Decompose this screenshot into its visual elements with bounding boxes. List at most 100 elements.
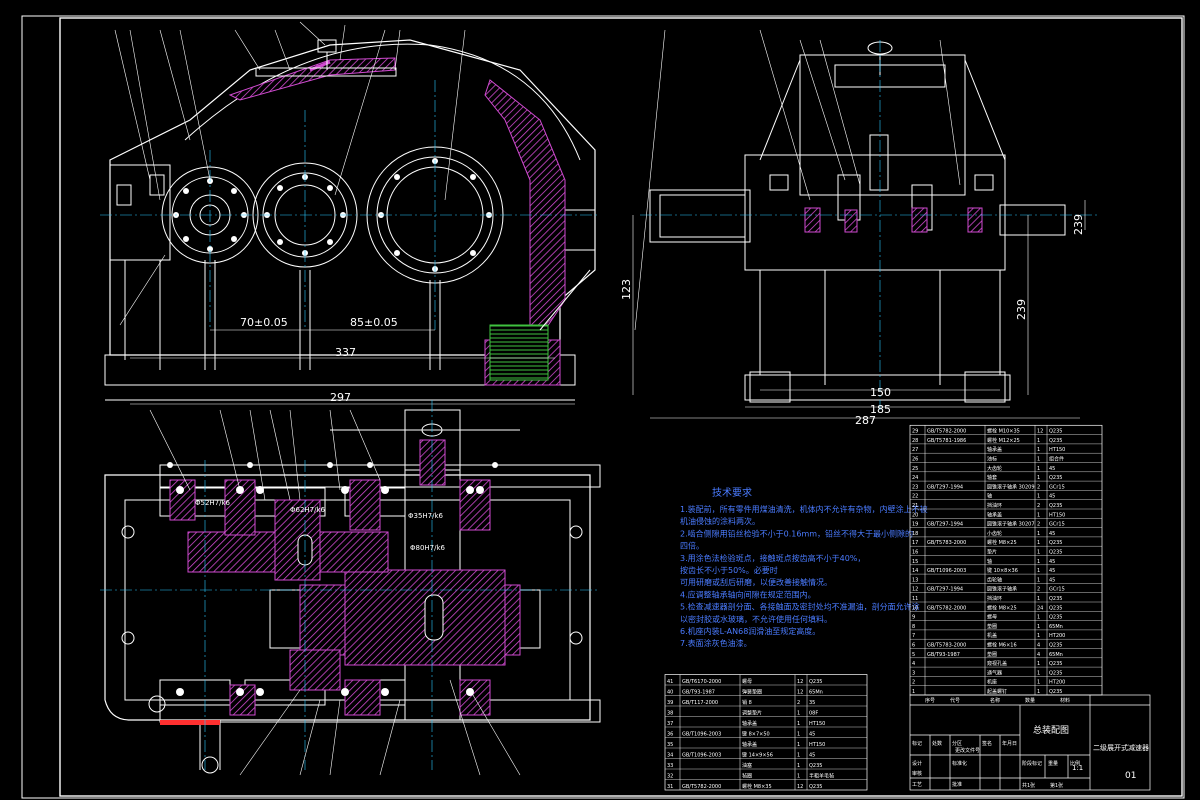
parts-table-cell: 轴承盖 bbox=[987, 511, 1002, 518]
dim-fit-3: Φ35H7/k6 bbox=[408, 512, 444, 520]
parts-table-cell: GB/T297-1994 bbox=[927, 587, 963, 593]
tech-requirement-line: 1.装配前，所有零件用煤油清洗，机体内不允许有杂物，内壁涂上不被 bbox=[680, 504, 928, 514]
tb-header-code: 代号 bbox=[950, 697, 960, 704]
parts-table-cell: 圆锥滚子轴承 30209 bbox=[987, 483, 1035, 490]
parts-table-cell: 10 bbox=[912, 605, 918, 611]
scale: 1:1 bbox=[1072, 764, 1083, 772]
parts-table-cell: GB/T1096-2003 bbox=[927, 568, 966, 574]
parts-table-cell: 轴套 bbox=[987, 474, 997, 481]
parts-table-cell: 36 bbox=[667, 732, 673, 738]
parts-table-cell: 1 bbox=[1037, 531, 1040, 537]
parts-table-cell: 40 bbox=[667, 690, 673, 696]
dim-fit-2: Φ62H7/k6 bbox=[290, 506, 326, 514]
parts-table-cell: 2 bbox=[1037, 484, 1040, 490]
parts-table-cell: 1 bbox=[797, 753, 800, 759]
parts-table-cell: 12 bbox=[912, 587, 918, 593]
tb-label-sheet: 第1张 bbox=[1050, 782, 1063, 789]
parts-table-cell: 组合件 bbox=[1049, 456, 1064, 463]
parts-table-frame bbox=[664, 674, 868, 791]
parts-table-cell: 轴承盖 bbox=[742, 720, 757, 727]
parts-table-cell: 45 bbox=[1049, 568, 1055, 574]
title-block-text: 总装配图 二级展开式减速器 1:1 01 标记 处数 分区 更改文件号 签名 年… bbox=[912, 697, 1149, 789]
dim-150: 150 bbox=[870, 386, 891, 399]
parts-table-cell: 12 bbox=[797, 784, 803, 790]
parts-table-cell: 1 bbox=[1037, 568, 1040, 574]
parts-table-cell: 螺栓 M8×25 bbox=[987, 539, 1017, 546]
parts-table-cell: GB/T1096-2003 bbox=[682, 753, 721, 759]
parts-table-cell: GB/T93-1987 bbox=[682, 690, 715, 696]
parts-table-cell: 半粗羊毛毡 bbox=[809, 773, 834, 780]
parts-table-cell: 螺母 bbox=[742, 678, 752, 685]
parts-table-cell: GB/T1096-2003 bbox=[682, 732, 721, 738]
parts-table-cell: 1 bbox=[1037, 670, 1040, 676]
tb-label-zone: 分区 bbox=[952, 740, 962, 747]
parts-table-cell: 1 bbox=[1037, 550, 1040, 556]
parts-table-cell: 45 bbox=[809, 732, 815, 738]
parts-table-cell: GCr15 bbox=[1049, 587, 1065, 593]
parts-table-cell: GB/T5781-1986 bbox=[927, 438, 966, 444]
parts-table-cell: 大齿轮 bbox=[987, 465, 1002, 472]
drawing-name: 总装配图 bbox=[1033, 724, 1069, 736]
parts-table-cell: GB/T5783-2000 bbox=[927, 643, 966, 649]
parts-table-cell: Q235 bbox=[809, 679, 822, 685]
tech-requirement-line: 可用研磨或刮后研磨，以便改善接触情况。 bbox=[680, 577, 832, 587]
dim-239-top: 239 bbox=[1072, 214, 1085, 235]
parts-table-cell: 通气器 bbox=[987, 669, 1002, 676]
parts-table-cell: 24 bbox=[912, 475, 918, 481]
side-view-leaders bbox=[634, 29, 961, 331]
parts-table-cell: 1 bbox=[1037, 689, 1040, 695]
parts-table-cell: Q235 bbox=[809, 763, 822, 769]
parts-table-cell: GB/T5782-2000 bbox=[927, 605, 966, 611]
parts-table-cell: 轴承盖 bbox=[742, 741, 757, 748]
parts-table-cell: HT150 bbox=[1049, 512, 1065, 518]
parts-table-cell: GB/T5782-2000 bbox=[682, 784, 721, 790]
parts-table-cell: Q235 bbox=[1049, 503, 1062, 509]
parts-table-cell: 键 10×8×36 bbox=[987, 567, 1018, 574]
parts-table-cell: 26 bbox=[912, 457, 918, 463]
parts-table-cell: 挡油环 bbox=[987, 502, 1002, 509]
side-view-centerlines bbox=[640, 40, 1100, 410]
tech-requirement-line: 4.应调整轴承轴向间隙在规定范围内。 bbox=[680, 589, 816, 599]
parts-table-cell: Q235 bbox=[1049, 475, 1062, 481]
parts-table-cell: Q235 bbox=[1049, 605, 1062, 611]
parts-table-cell: 4 bbox=[912, 661, 915, 667]
parts-table-cell: 20 bbox=[912, 512, 918, 518]
tech-title: 技术要求 bbox=[712, 486, 752, 499]
tb-header-material: 材料 bbox=[1060, 697, 1070, 704]
parts-table-cell: HT150 bbox=[809, 721, 825, 727]
parts-table-cell: 35 bbox=[809, 700, 815, 706]
parts-table-cell: 13 bbox=[912, 577, 918, 583]
parts-table-cell: GB/T5782-2000 bbox=[927, 429, 966, 435]
parts-table-cell: 7 bbox=[912, 633, 915, 639]
tech-requirements: 技术要求 1.装配前，所有零件用煤油清洗，机体内不允许有杂物，内壁涂上不被 机油… bbox=[680, 486, 928, 648]
parts-table-cell: 1 bbox=[1037, 457, 1040, 463]
dim-123: 123 bbox=[620, 279, 633, 300]
tb-label-mark: 标记 bbox=[912, 740, 922, 747]
parts-table-cell: 垫圈 bbox=[987, 623, 997, 630]
parts-table-cell: 毡圈 bbox=[742, 773, 752, 780]
parts-table-cell: 1 bbox=[797, 732, 800, 738]
parts-table-cell: 1 bbox=[1037, 661, 1040, 667]
parts-table-cell: 挡油环 bbox=[987, 595, 1002, 602]
tb-header-no: 序号 bbox=[925, 697, 935, 704]
tb-label-process: 工艺 bbox=[912, 782, 922, 788]
parts-table-cell: Q235 bbox=[1049, 615, 1062, 621]
side-view-sections bbox=[804, 207, 983, 233]
parts-table-cell: 1 bbox=[1037, 447, 1040, 453]
parts-table-cell: 机盖 bbox=[987, 632, 997, 639]
parts-table-cell: 45 bbox=[1049, 466, 1055, 472]
parts-table-cell: 29 bbox=[912, 429, 918, 435]
parts-table-cell: Q235 bbox=[1049, 661, 1062, 667]
tb-label-sign: 签名 bbox=[982, 740, 992, 747]
parts-table-cell: 11 bbox=[912, 596, 918, 602]
parts-table-cell: 油塞 bbox=[742, 762, 752, 769]
parts-table-cell: 螺母 bbox=[987, 614, 997, 621]
tb-label-review: 审核 bbox=[912, 770, 922, 777]
tech-requirement-line: 以密封胶或水玻璃，不允许使用任何填料。 bbox=[680, 614, 832, 624]
parts-table-cell: 1 bbox=[797, 721, 800, 727]
dim-70: 70±0.05 bbox=[240, 316, 288, 329]
parts-table-cell: 15 bbox=[912, 559, 918, 565]
parts-table-cell: 螺栓 M12×25 bbox=[987, 437, 1020, 444]
tb-header-name: 名称 bbox=[990, 697, 1000, 704]
